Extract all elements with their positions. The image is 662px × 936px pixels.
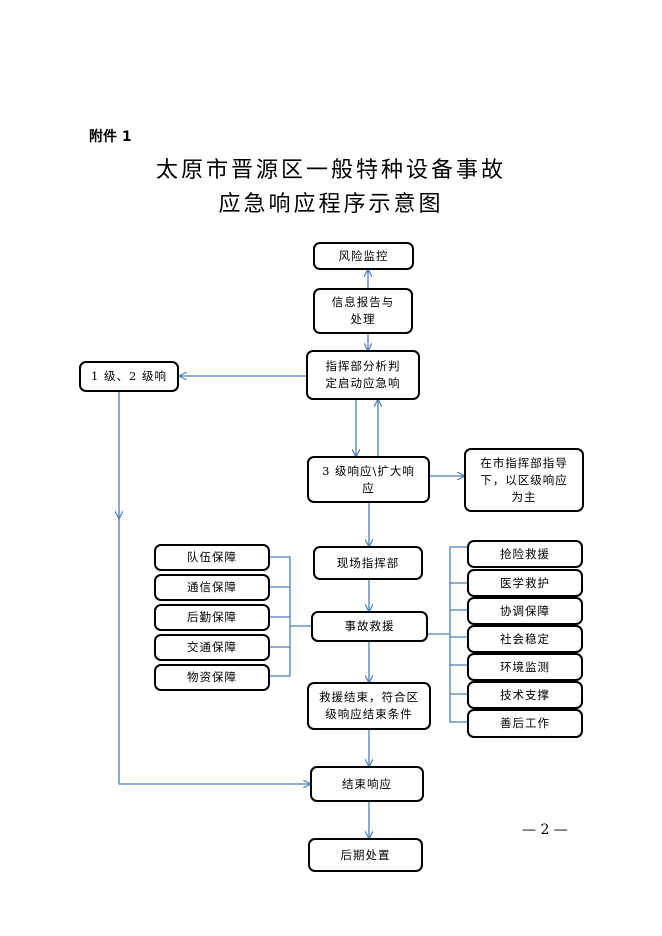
box-level12: 1 级、2 级响 [79,361,179,392]
arrow-level12-to-endresponse [118,518,310,784]
action-item: 技术支撑 [467,681,583,709]
box-rescue: 事故救援 [311,611,428,642]
box-onsite-command: 现场指挥部 [313,546,423,580]
box-aftermath: 后期处置 [308,838,423,872]
box-rescue-end: 救援结束，符合区 级响应结束条件 [307,682,431,730]
action-item: 抢险救援 [467,540,583,568]
page-number: — 2 — [522,822,568,838]
support-item: 队伍保障 [154,544,270,571]
support-item: 交通保障 [154,634,270,661]
box-command-analysis: 指挥部分析判 定启动应急响 [306,350,420,400]
box-level3: 3 级响应\扩大响 应 [307,456,430,503]
support-item: 通信保障 [154,574,270,601]
support-item: 后勤保障 [154,604,270,631]
box-city-guidance: 在市指挥部指导 下，以区级响应 为主 [464,448,584,512]
support-item: 物资保障 [154,664,270,691]
title-line-2: 应急响应程序示意图 [218,192,444,217]
attachment-label: 附件 1 [89,129,132,145]
action-item: 善后工作 [467,709,583,738]
action-item: 医学救护 [467,569,583,597]
title-line-1: 太原市晋源区一般特种设备事故 [155,158,506,183]
action-item: 协调保障 [467,597,583,625]
box-end-response: 结束响应 [310,766,424,802]
action-item: 环境监测 [467,653,583,681]
box-risk-monitoring: 风险监控 [313,242,414,270]
action-item: 社会稳定 [467,625,583,653]
actions-bracket [449,546,467,723]
box-info-report: 信息报告与 处理 [313,288,413,334]
